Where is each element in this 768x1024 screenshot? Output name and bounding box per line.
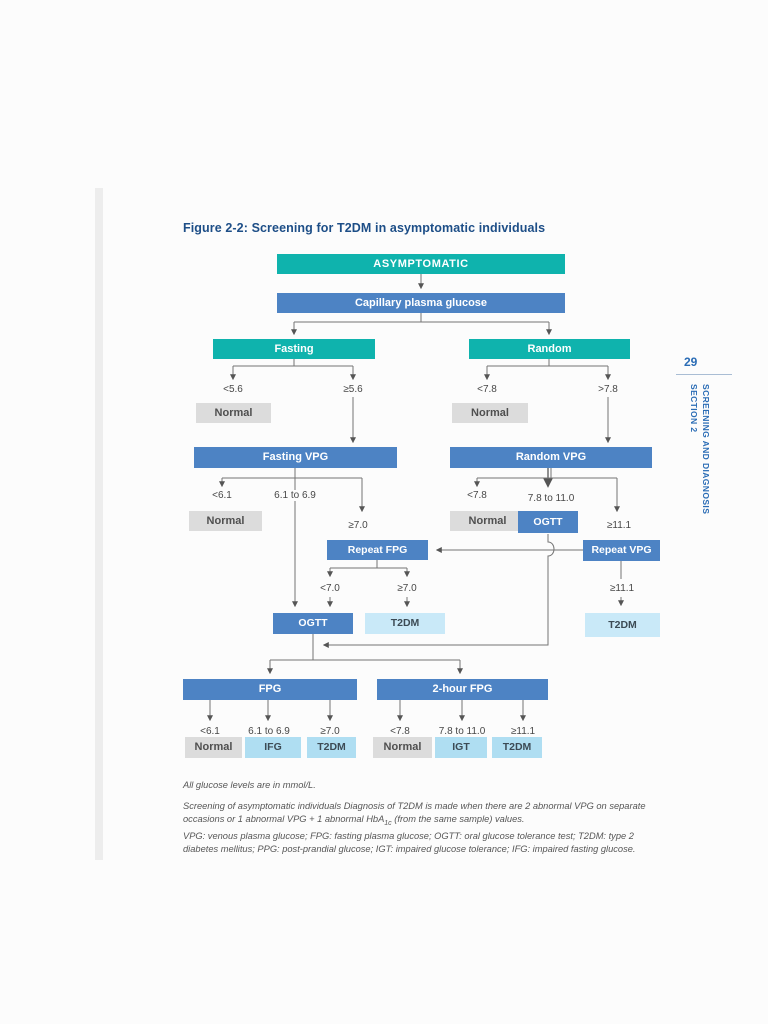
label-fvpg-lt: <6.1 <box>190 490 254 501</box>
label-2h-ge: ≥11.1 <box>491 726 555 737</box>
label-fvpg-mid: 6.1 to 6.9 <box>263 490 327 501</box>
label-rvpg2-ge: ≥11.1 <box>590 583 654 594</box>
label-rvpg-lt: <7.8 <box>445 490 509 501</box>
label-fpg-lt: <6.1 <box>178 726 242 737</box>
footnote-hba1c-subscript: 1c <box>384 819 392 827</box>
node-capillary-plasma-glucose: Capillary plasma glucose <box>277 293 565 313</box>
label-rvpg-ge: ≥11.1 <box>587 520 651 531</box>
node-random: Random <box>469 339 630 359</box>
node-t2dm-mid: T2DM <box>365 613 445 634</box>
node-asymptomatic: ASYMPTOMATIC <box>277 254 565 274</box>
node-t2dm-fpg: T2DM <box>307 737 356 758</box>
label-2h-lt: <7.8 <box>368 726 432 737</box>
page-number-rule <box>676 374 732 375</box>
label-fvpg-ge: ≥7.0 <box>326 520 390 531</box>
node-t2dm-2h: T2DM <box>492 737 542 758</box>
footnote-abbreviations: VPG: venous plasma glucose; FPG: fasting… <box>183 831 636 855</box>
label-fasting-lt: <5.6 <box>201 384 265 395</box>
node-ogtt-mid: OGTT <box>518 511 578 533</box>
label-random-gt: >7.8 <box>576 384 640 395</box>
node-normal-fasting: Normal <box>196 403 271 423</box>
node-ifg: IFG <box>245 737 301 758</box>
node-fasting: Fasting <box>213 339 375 359</box>
label-random-lt: <7.8 <box>455 384 519 395</box>
node-2hour-fpg: 2-hour FPG <box>377 679 548 700</box>
node-normal-fvpg: Normal <box>189 511 262 531</box>
label-2h-mid: 7.8 to 11.0 <box>430 726 494 737</box>
label-rvpg-mid: 7.8 to 11.0 <box>519 493 583 504</box>
footnote-screening: Screening of asymptomatic individuals Di… <box>183 800 667 829</box>
node-ogtt-bottom: OGTT <box>273 613 353 634</box>
node-fpg: FPG <box>183 679 357 700</box>
label-fpg-mid: 6.1 to 6.9 <box>237 726 301 737</box>
node-normal-random: Normal <box>452 403 528 423</box>
node-normal-rvpg: Normal <box>450 511 525 531</box>
label-fasting-ge: ≥5.6 <box>321 384 385 395</box>
page-edge-shadow <box>95 188 103 860</box>
node-repeat-fpg: Repeat FPG <box>327 540 428 560</box>
node-normal-fpg: Normal <box>185 737 242 758</box>
node-t2dm-right: T2DM <box>585 613 660 637</box>
page-number: 29 <box>684 355 698 369</box>
figure-title: Figure 2-2: Screening for T2DM in asympt… <box>183 221 546 235</box>
node-igt: IGT <box>435 737 487 758</box>
label-fpg-ge: ≥7.0 <box>298 726 362 737</box>
node-random-vpg: Random VPG <box>450 447 652 468</box>
node-normal-2h: Normal <box>373 737 432 758</box>
label-rfpg-ge: ≥7.0 <box>375 583 439 594</box>
node-fasting-vpg: Fasting VPG <box>194 447 397 468</box>
node-repeat-vpg: Repeat VPG <box>583 540 660 561</box>
label-rfpg-lt: <7.0 <box>298 583 362 594</box>
footnote-screening-text: Screening of asymptomatic individuals Di… <box>183 801 646 825</box>
footnote-screening-text2: (from the same sample) values. <box>391 814 525 825</box>
footnote-units: All glucose levels are in mmol/L. <box>183 780 316 790</box>
